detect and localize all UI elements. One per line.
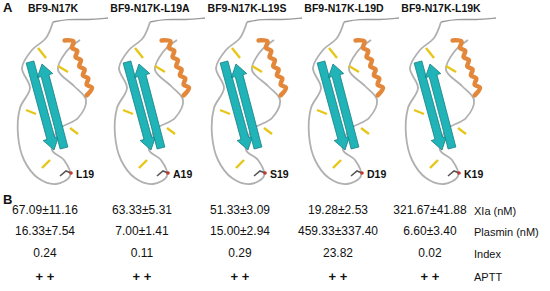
- ki-value: 15.00±2.94: [210, 225, 270, 239]
- residue-label: K19: [464, 168, 483, 180]
- disulfide-bond: [135, 48, 143, 58]
- tail-coil: [344, 18, 399, 22]
- ki-value: 51.33±3.09: [210, 204, 270, 218]
- disulfide-bond: [446, 66, 456, 72]
- beta-strand: [425, 64, 456, 149]
- selectivity-index: 0.02: [418, 247, 441, 261]
- ribbon-structure: [309, 18, 399, 184]
- ki-value: 6.60±3.40: [403, 225, 456, 239]
- selectivity-index: 0.11: [131, 247, 153, 261]
- coil: [18, 22, 86, 184]
- disulfide-bond: [26, 110, 36, 114]
- aptt-effect: + +: [231, 270, 250, 285]
- side-chain-atom: [69, 171, 73, 175]
- residue-label: A19: [173, 168, 192, 180]
- disulfide-bond: [220, 110, 230, 114]
- side-chain-atom: [360, 171, 364, 175]
- disulfide-bond: [458, 128, 466, 134]
- residue-label: D19: [367, 168, 386, 180]
- panel-letter: B: [3, 193, 12, 208]
- disulfide-bond: [414, 110, 424, 114]
- variant-title: BF9-N17K: [28, 2, 78, 14]
- side-chain-atom: [166, 171, 170, 175]
- ribbon-structure: [18, 18, 108, 184]
- disulfide-bond: [123, 110, 133, 114]
- alpha-helix: [65, 40, 92, 95]
- ki-value: 16.33±7.54: [15, 225, 75, 239]
- side-chain-atom: [457, 171, 461, 175]
- ki-value: 67.09±11.16: [12, 204, 78, 218]
- row-label: XIa (nM): [474, 205, 516, 218]
- beta-strand: [37, 64, 68, 149]
- row-label: Index: [474, 248, 501, 261]
- alpha-helix: [162, 40, 189, 95]
- ki-value: 7.00±1.41: [115, 225, 168, 239]
- beta-strand: [231, 64, 262, 149]
- aptt-effect: + +: [133, 270, 152, 285]
- disulfide-bond: [333, 160, 341, 168]
- disulfide-bond: [252, 66, 262, 72]
- disulfide-bond: [361, 128, 369, 134]
- disulfide-bond: [349, 66, 359, 72]
- alpha-helix: [259, 40, 286, 95]
- aptt-effect: + +: [329, 270, 348, 285]
- alpha-helix: [453, 40, 480, 95]
- ki-value: 459.33±337.40: [298, 225, 378, 239]
- ki-value: 19.28±2.53: [308, 204, 368, 218]
- selectivity-index: 23.82: [323, 247, 353, 261]
- residue-label: S19: [270, 168, 289, 180]
- beta-strand: [134, 64, 165, 149]
- beta-strand: [328, 64, 359, 149]
- residue-label: L19: [76, 168, 94, 180]
- coil: [309, 22, 377, 184]
- disulfide-bond: [317, 110, 327, 114]
- tail-coil: [150, 18, 205, 22]
- ribbon-structure: [115, 18, 205, 184]
- selectivity-index: 0.29: [228, 247, 251, 261]
- coil: [406, 22, 474, 184]
- tail-coil: [441, 18, 496, 22]
- disulfide-bond: [155, 66, 165, 72]
- row-label: Plasmin (nM): [474, 226, 539, 239]
- tail-coil: [247, 18, 302, 22]
- coil: [212, 22, 280, 184]
- alpha-helix: [356, 40, 383, 95]
- variant-title: BF9-N17K-L19K: [401, 2, 480, 14]
- variant-title: BF9-N17K-L19D: [304, 2, 383, 14]
- variant-title: BF9-N17K-L19S: [208, 2, 287, 14]
- aptt-effect: + +: [36, 270, 55, 285]
- disulfide-bond: [232, 48, 240, 58]
- aptt-effect: + +: [421, 270, 440, 285]
- disulfide-bond: [58, 66, 68, 72]
- panel-letter: A: [3, 1, 12, 16]
- disulfide-bond: [236, 160, 244, 168]
- disulfide-bond: [426, 48, 434, 58]
- disulfide-bond: [70, 128, 78, 134]
- disulfide-bond: [42, 160, 50, 168]
- ribbon-structure: [212, 18, 302, 184]
- disulfide-bond: [38, 48, 46, 58]
- side-chain-atom: [263, 171, 267, 175]
- disulfide-bond: [264, 128, 272, 134]
- ki-value: 63.33±5.31: [112, 204, 172, 218]
- disulfide-bond: [167, 128, 175, 134]
- row-label: APTT: [474, 271, 502, 284]
- ribbon-structure: [406, 18, 496, 184]
- tail-coil: [53, 18, 108, 22]
- coil: [115, 22, 183, 184]
- disulfide-bond: [329, 48, 337, 58]
- ki-value: 321.67±41.88: [393, 204, 466, 218]
- disulfide-bond: [430, 160, 438, 168]
- selectivity-index: 0.24: [33, 247, 56, 261]
- variant-title: BF9-N17K-L19A: [110, 2, 189, 14]
- disulfide-bond: [139, 160, 147, 168]
